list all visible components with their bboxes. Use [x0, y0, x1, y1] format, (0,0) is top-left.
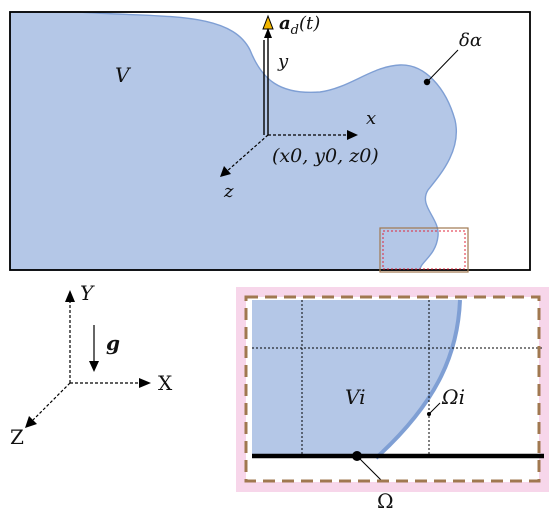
accel-main: a	[279, 13, 291, 34]
accel-sub: d	[291, 23, 299, 38]
label-origin: (x0, y0, z0)	[272, 145, 379, 167]
inset-marker-outer	[379, 227, 469, 273]
wall-leader	[356, 455, 384, 483]
label-boundary-delta: δα	[459, 30, 482, 51]
label-axis-x: x	[366, 108, 376, 129]
label-omega: Ω	[377, 489, 394, 513]
inset-fluid	[252, 300, 460, 458]
y-axis-arrow-head	[264, 28, 272, 38]
inset-panel: Vi Ωi Ω	[236, 287, 549, 513]
label-acceleration: ad(t)	[279, 13, 320, 38]
label-cell-omega-i: Ωi	[441, 385, 465, 409]
inset-interface	[374, 299, 462, 460]
label-domain-v: V	[115, 63, 132, 87]
inset-marker-inner	[382, 230, 466, 270]
fluid-region-v	[9, 11, 457, 271]
global-x-arrow-head	[139, 378, 151, 388]
domain-frame	[9, 11, 531, 271]
label-global-y: Y	[80, 281, 95, 305]
global-z-arrow-head	[25, 416, 37, 428]
z-axis-arrow-head	[220, 166, 231, 177]
label-axis-y: y	[277, 51, 289, 72]
local-axes	[220, 14, 358, 177]
inset-glow	[236, 287, 549, 492]
label-gravity: g	[106, 331, 120, 355]
label-global-z: Z	[10, 425, 24, 449]
global-axes: Y X Z g	[10, 281, 173, 449]
label-axis-z: z	[223, 181, 234, 202]
inset-border	[244, 295, 541, 483]
accel-arg: (t)	[299, 13, 320, 34]
z-axis-line	[225, 134, 269, 173]
acceleration-arrow-head	[262, 14, 274, 30]
x-axis-arrow-head	[347, 130, 358, 140]
boundary-leader	[426, 49, 459, 83]
global-y-arrow-head	[65, 290, 75, 302]
label-global-x: X	[158, 371, 173, 395]
label-cell-v: Vi	[345, 385, 366, 409]
gravity-arrow-head	[89, 361, 99, 372]
interface-leader	[428, 402, 441, 415]
upper-panel: V δα ad(t) y x z (x0, y0, z0)	[9, 11, 531, 273]
